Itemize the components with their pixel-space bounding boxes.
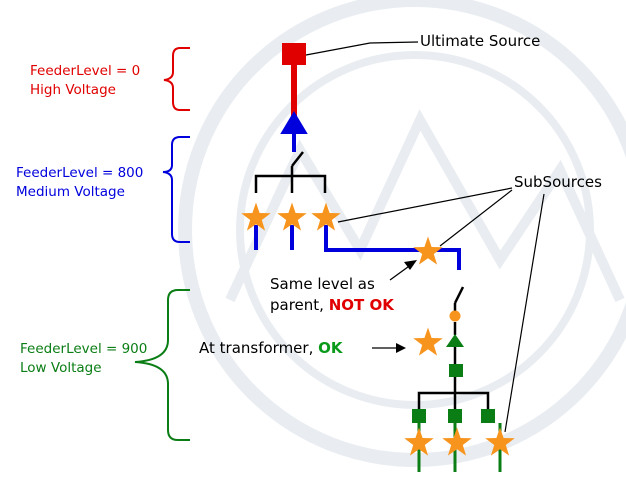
same-level-arrowhead-icon [404, 260, 417, 270]
same-level-line-1: Same level as [270, 275, 375, 293]
not-ok-status: NOT OK [328, 296, 394, 314]
same-level-line-2: parent, NOT OK [270, 295, 394, 316]
subsources-leader [439, 189, 513, 247]
high-level-label: FeederLevel = 0 High Voltage [30, 62, 140, 100]
background-watermark [178, 0, 626, 467]
subsources-leader [337, 187, 513, 223]
low-node-square-icon [448, 409, 462, 423]
subsources-label: SubSources [514, 173, 602, 191]
transformer-note: At transformer, OK [199, 338, 343, 359]
ok-status: OK [318, 339, 343, 357]
ultimate-source-leader [305, 41, 419, 56]
low-feederlevel-text: FeederLevel = 900 [20, 341, 148, 357]
low-voltage-text: Low Voltage [20, 360, 102, 376]
medium-level-brace [162, 136, 190, 243]
high-feederlevel-text: FeederLevel = 0 [30, 63, 141, 79]
high-voltage-text: High Voltage [30, 82, 116, 98]
low-bus-bar [417, 391, 490, 410]
medium-voltage-text: Medium Voltage [16, 184, 125, 200]
medium-level-label: FeederLevel = 800 Medium Voltage [16, 164, 143, 202]
ultimate-source-square-icon [282, 43, 306, 65]
low-open-switch-icon [453, 286, 465, 304]
medium-bus-bar [254, 174, 327, 193]
medium-open-switch-icon [291, 151, 304, 167]
transformer-subsource-star-icon [413, 327, 443, 356]
medium-feeder-line [324, 225, 461, 270]
ultimate-source-label: Ultimate Source [420, 32, 541, 50]
transformer-ok-arrowhead-icon [396, 343, 406, 353]
same-level-note: Same level as parent, NOT OK [270, 274, 394, 316]
low-node-square-icon [449, 364, 463, 377]
low-node-square-icon [412, 409, 426, 423]
low-node-square-icon [481, 409, 495, 423]
medium-feederlevel-text: FeederLevel = 800 [16, 165, 144, 181]
transformer-prefix: At transformer, [199, 339, 314, 357]
subsources-leader [504, 193, 545, 433]
same-level-prefix: parent, [270, 296, 324, 314]
low-level-brace [134, 289, 190, 441]
high-level-brace [163, 47, 190, 111]
low-level-label: FeederLevel = 900 Low Voltage [20, 340, 147, 378]
invalid-subsource-star-icon [413, 236, 443, 265]
fuse-circle-icon [449, 310, 461, 322]
medium-low-transformer-triangle-icon [446, 334, 464, 347]
